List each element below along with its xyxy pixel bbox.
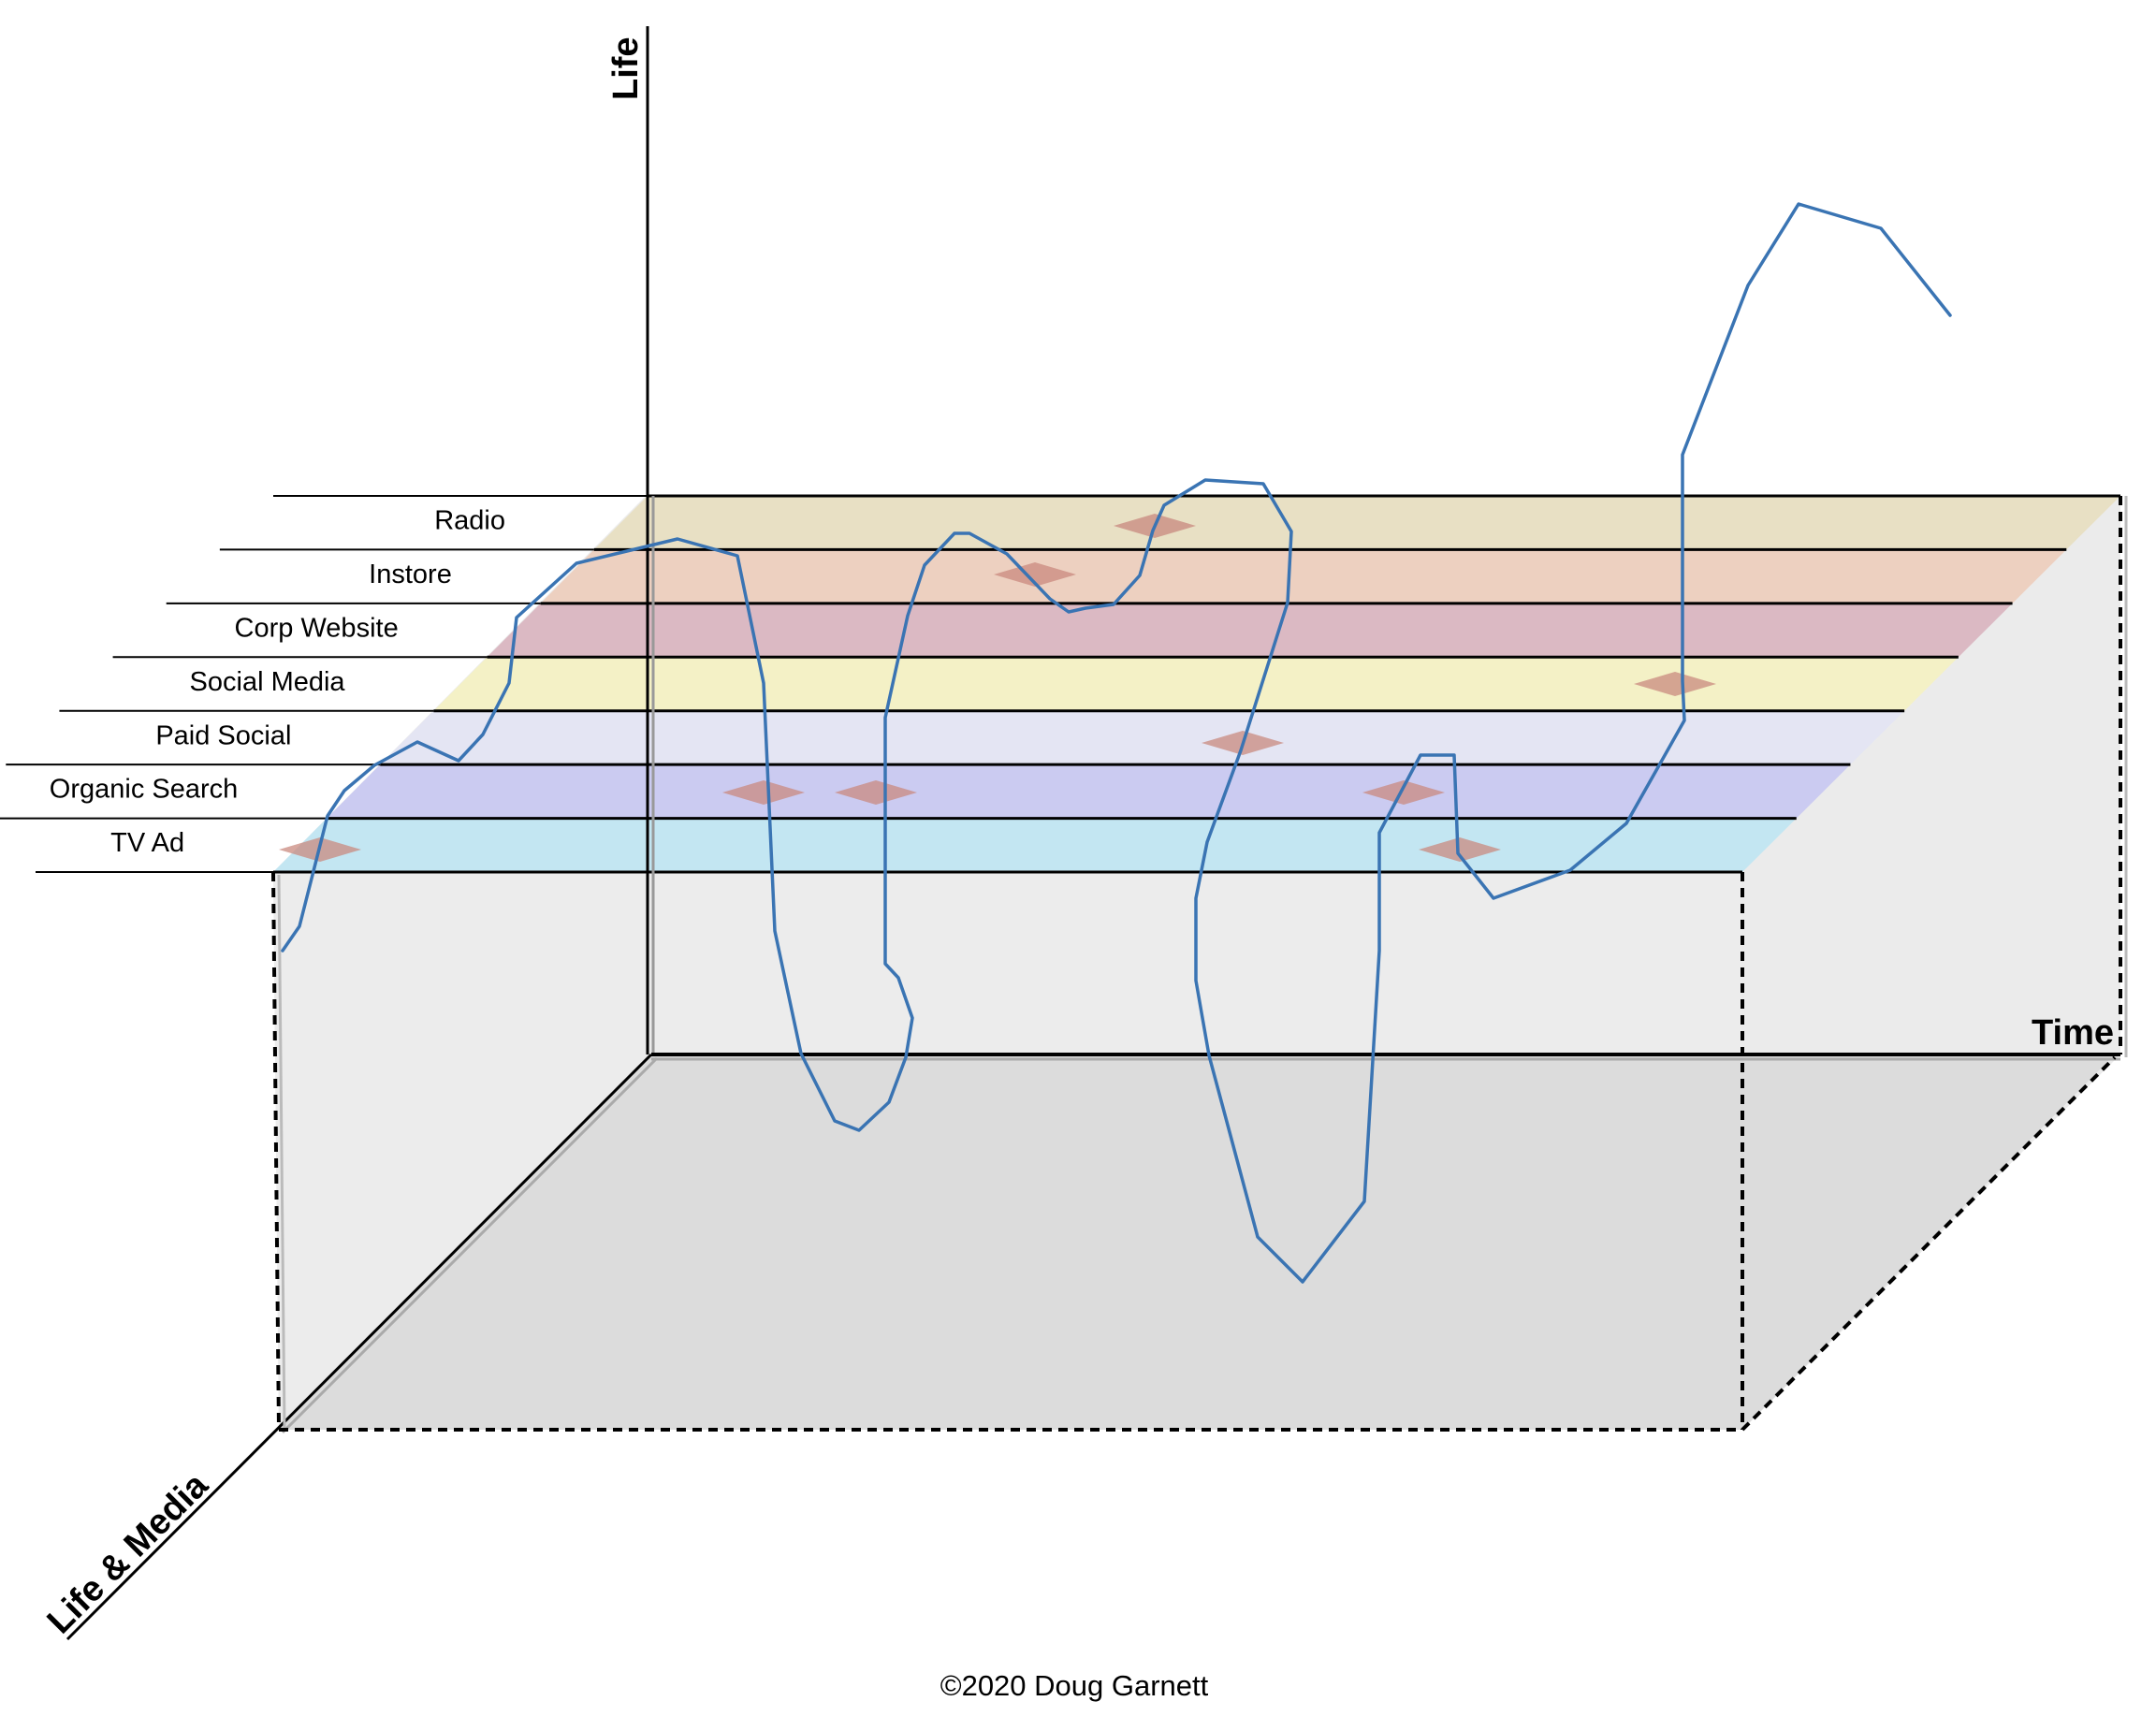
floor-right-edge [1741,1055,2117,1432]
layer-band-tv-ad [273,818,1797,872]
life-axis-label: Life [606,36,646,100]
front-left-edge-shadow [277,874,286,1431]
touchpoint-marker [835,780,917,805]
touchpoint-marker [722,780,805,805]
layer-label-social-media: Social Media [190,667,346,697]
layer-label-radio: Radio [434,506,505,536]
depth-axis-shadow [281,1056,659,1434]
depth-axis-line [66,1053,653,1641]
time-axis-label: Time [2032,1013,2114,1053]
media-layers [273,494,2120,874]
layer-label-tv-ad: TV Ad [110,828,184,858]
touchpoint-marker [1634,672,1716,696]
touchpoint-markers [279,514,1716,862]
depth-axis-label: Life & Media [40,1465,217,1642]
layer-band-radio [593,496,2120,550]
layer-label-organic-search: Organic Search [50,775,239,805]
copyright-text: ©2020 Doug Garnett [940,1669,1209,1702]
box-floor [279,1054,2115,1430]
layer-band-social-media [433,657,1959,711]
front-left-edge [271,871,281,1431]
touchpoint-marker [1419,837,1501,862]
touchpoint-marker [994,562,1076,587]
layer-band-paid-social [380,710,1905,765]
layer-band-instore [540,549,2067,604]
layer-label-paid-social: Paid Social [155,720,291,750]
touchpoint-marker [1362,780,1445,805]
layer-label-instore: Instore [369,560,452,589]
layer-label-corp-website: Corp Website [235,613,399,643]
layer-band-corp-website [487,603,2013,658]
layer-band-organic-search [327,764,1851,819]
customer-journey-line [281,202,1952,1284]
